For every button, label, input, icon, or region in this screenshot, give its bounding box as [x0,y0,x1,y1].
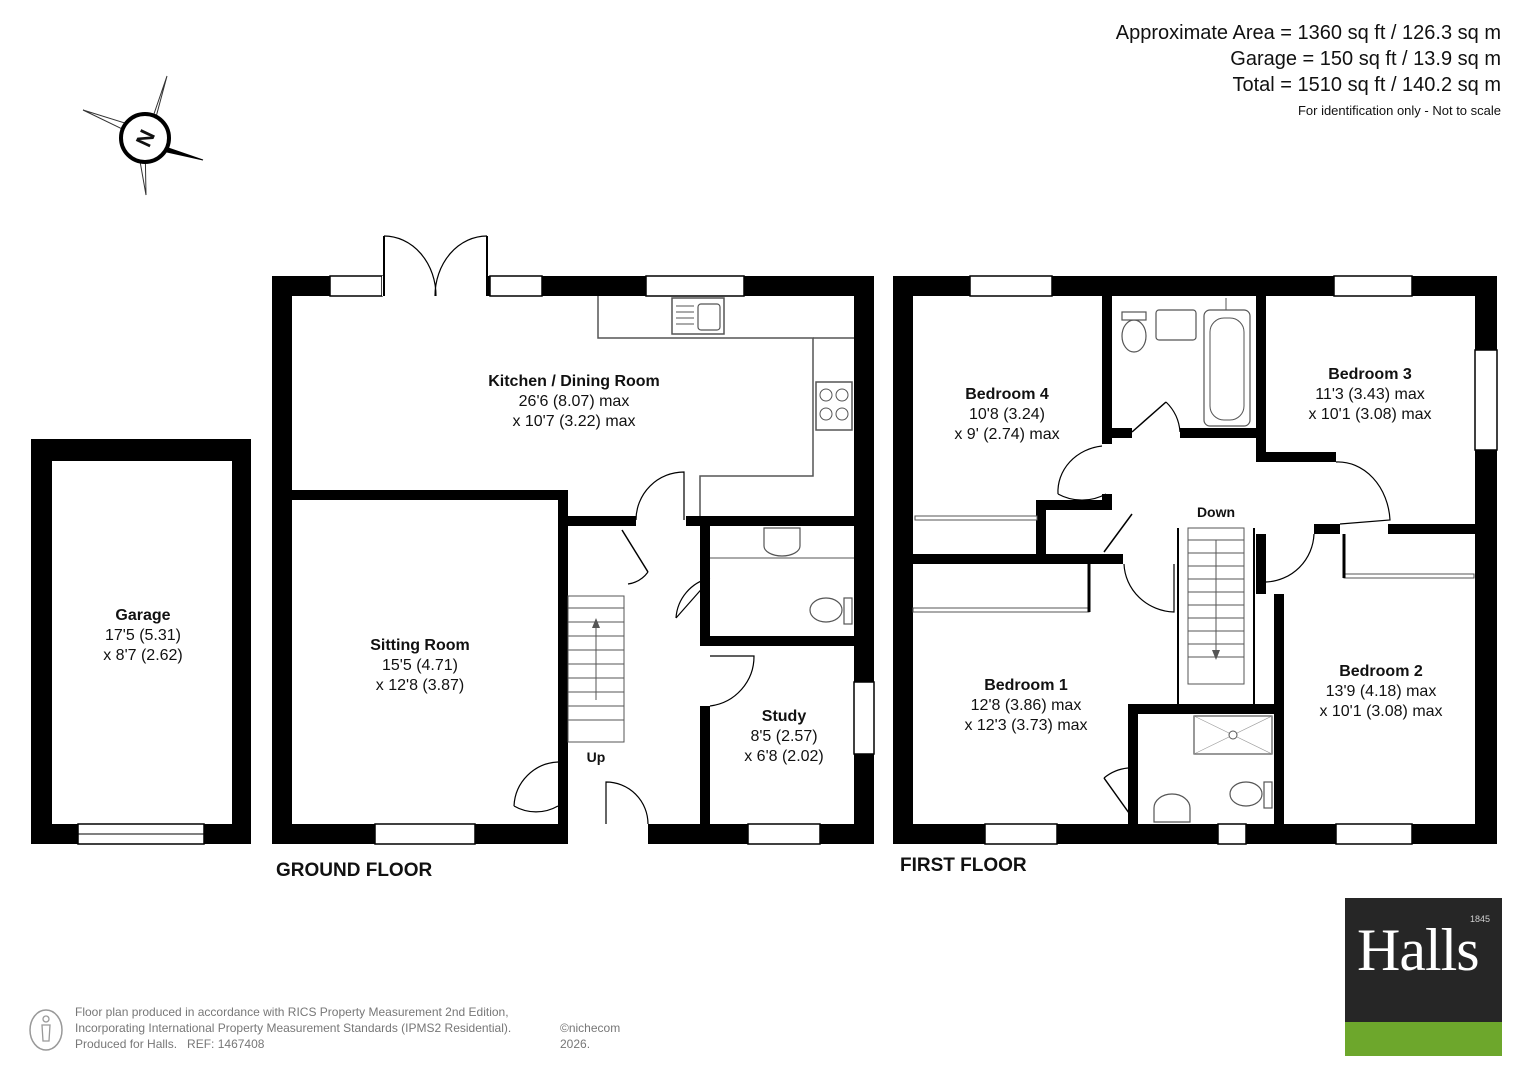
stairs-down-label: Down [1197,504,1235,520]
kitchen-name: Kitchen / Dining Room [488,373,660,390]
scale-note: For identification only - Not to scale [1297,103,1501,118]
bedroom3-name: Bedroom 3 [1328,366,1412,383]
footer-line-3: Produced for Halls. REF: 1467408 [75,1037,265,1051]
ground-floor-plan [272,235,875,846]
first-floor-plan [893,275,1498,845]
compass-icon: N [82,75,204,196]
bedroom2-dim-1: 13'9 (4.18) max [1326,683,1437,700]
logo-name: Halls [1357,917,1480,983]
kitchen-dim-2: x 10'7 (3.22) max [512,413,635,430]
approximate-area: Approximate Area = 1360 sq ft / 126.3 sq… [1115,22,1501,44]
study-dim-1: 8'5 (2.57) [750,728,817,745]
bedroom1-dim-1: 12'8 (3.86) max [971,697,1082,714]
garage-dim-2: x 8'7 (2.62) [103,647,183,664]
sitting-room-dim-1: 15'5 (4.71) [382,657,458,674]
person-icon [29,1009,63,1051]
area-summary: Approximate Area = 1360 sq ft / 126.3 sq… [1116,20,1501,120]
sitting-room-name: Sitting Room [370,637,470,654]
bedroom2-name: Bedroom 2 [1339,663,1423,680]
stairs-up-label: Up [587,749,606,765]
footer-line-1: Floor plan produced in accordance with R… [75,1005,509,1019]
garage-dim-1: 17'5 (5.31) [105,627,181,644]
bedroom3-dim-2: x 10'1 (3.08) max [1308,406,1431,423]
bedroom1-dim-2: x 12'3 (3.73) max [964,717,1087,734]
garage-area: Garage = 150 sq ft / 13.9 sq m [1230,48,1501,70]
study-dim-2: x 6'8 (2.02) [744,748,824,765]
footer-text: Floor plan produced in accordance with R… [75,1004,620,1052]
garage-plan [31,439,251,845]
ground-floor-title: GROUND FLOOR [276,860,432,881]
halls-logo: Halls 1845 [1345,898,1502,1056]
bedroom4-dim-2: x 9' (2.74) max [954,426,1059,443]
bedroom2-dim-2: x 10'1 (3.08) max [1319,703,1442,720]
sitting-room-dim-2: x 12'8 (3.87) [376,677,464,694]
kitchen-dim-1: 26'6 (8.07) max [519,393,630,410]
study-name: Study [762,708,807,725]
logo-band [1345,1022,1502,1056]
total-area: Total = 1510 sq ft / 140.2 sq m [1232,74,1502,96]
bedroom4-name: Bedroom 4 [965,386,1049,403]
bedroom4-dim-1: 10'8 (3.24) [969,406,1045,423]
footer-line-2: Incorporating International Property Mea… [75,1021,512,1035]
copyright: ©nichecom 2026. [560,1021,621,1051]
bedroom3-dim-1: 11'3 (3.43) max [1315,386,1424,403]
first-floor-title: FIRST FLOOR [900,855,1027,876]
bedroom1-name: Bedroom 1 [984,677,1068,694]
logo-year: 1845 [1469,914,1490,924]
garage-name: Garage [115,607,170,624]
